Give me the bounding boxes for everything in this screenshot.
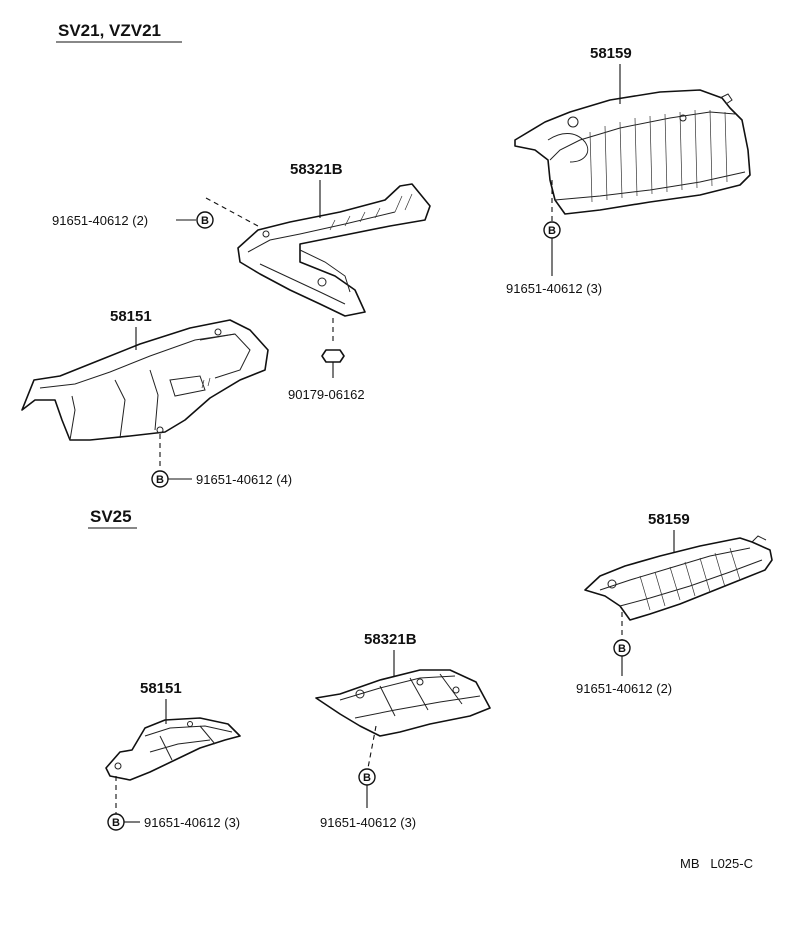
svg-text:B: B: [363, 772, 371, 784]
section-heading-lower: SV25: [90, 507, 132, 526]
fastener-label-lower-a: 91651-40612 (2): [576, 681, 672, 696]
diagram-code: MB L025-C: [680, 856, 753, 871]
part-58159-lower: [584, 535, 773, 621]
svg-text:B: B: [201, 215, 209, 227]
part-58321B-lower: [315, 669, 491, 737]
bolt-marker-upper-b: B: [543, 221, 561, 239]
svg-text:B: B: [618, 643, 626, 655]
svg-text:B: B: [112, 817, 120, 829]
bolt-marker-upper-a: B: [196, 211, 214, 229]
part-58321B-upper: [237, 183, 431, 317]
fastener-label-upper-a: 91651-40612 (2): [52, 213, 148, 228]
svg-text:B: B: [156, 474, 164, 486]
svg-text:B: B: [548, 225, 556, 237]
dash-58321B-upper: [205, 197, 259, 227]
part-label-58321B-upper: 58321B: [290, 161, 343, 178]
part-label-58321B-lower: 58321B: [364, 631, 417, 648]
dash-58321B-lower: [367, 725, 377, 769]
part-58151-upper: [21, 319, 269, 441]
part-58151-lower: [105, 717, 241, 781]
fastener-label-upper-c: 91651-40612 (4): [196, 472, 292, 487]
part-label-58159-lower: 58159: [648, 511, 690, 528]
bolt-marker-lower-b: B: [358, 768, 376, 786]
fastener-label-upper-clip: 90179-06162: [288, 387, 365, 402]
fastener-label-lower-c: 91651-40612 (3): [144, 815, 240, 830]
bolt-marker-lower-a: B: [613, 639, 631, 657]
section-heading-upper: SV21, VZV21: [58, 21, 161, 40]
part-label-58159-upper: 58159: [590, 45, 632, 62]
part-58159-upper: [514, 89, 751, 215]
part-label-58151-upper: 58151: [110, 308, 152, 325]
clip-icon: [321, 349, 345, 378]
part-label-58151-lower: 58151: [140, 680, 182, 697]
bolt-marker-upper-c: B: [151, 470, 169, 488]
bolt-marker-lower-c: B: [107, 813, 125, 831]
fastener-label-upper-b: 91651-40612 (3): [506, 281, 602, 296]
fastener-label-lower-b: 91651-40612 (3): [320, 815, 416, 830]
